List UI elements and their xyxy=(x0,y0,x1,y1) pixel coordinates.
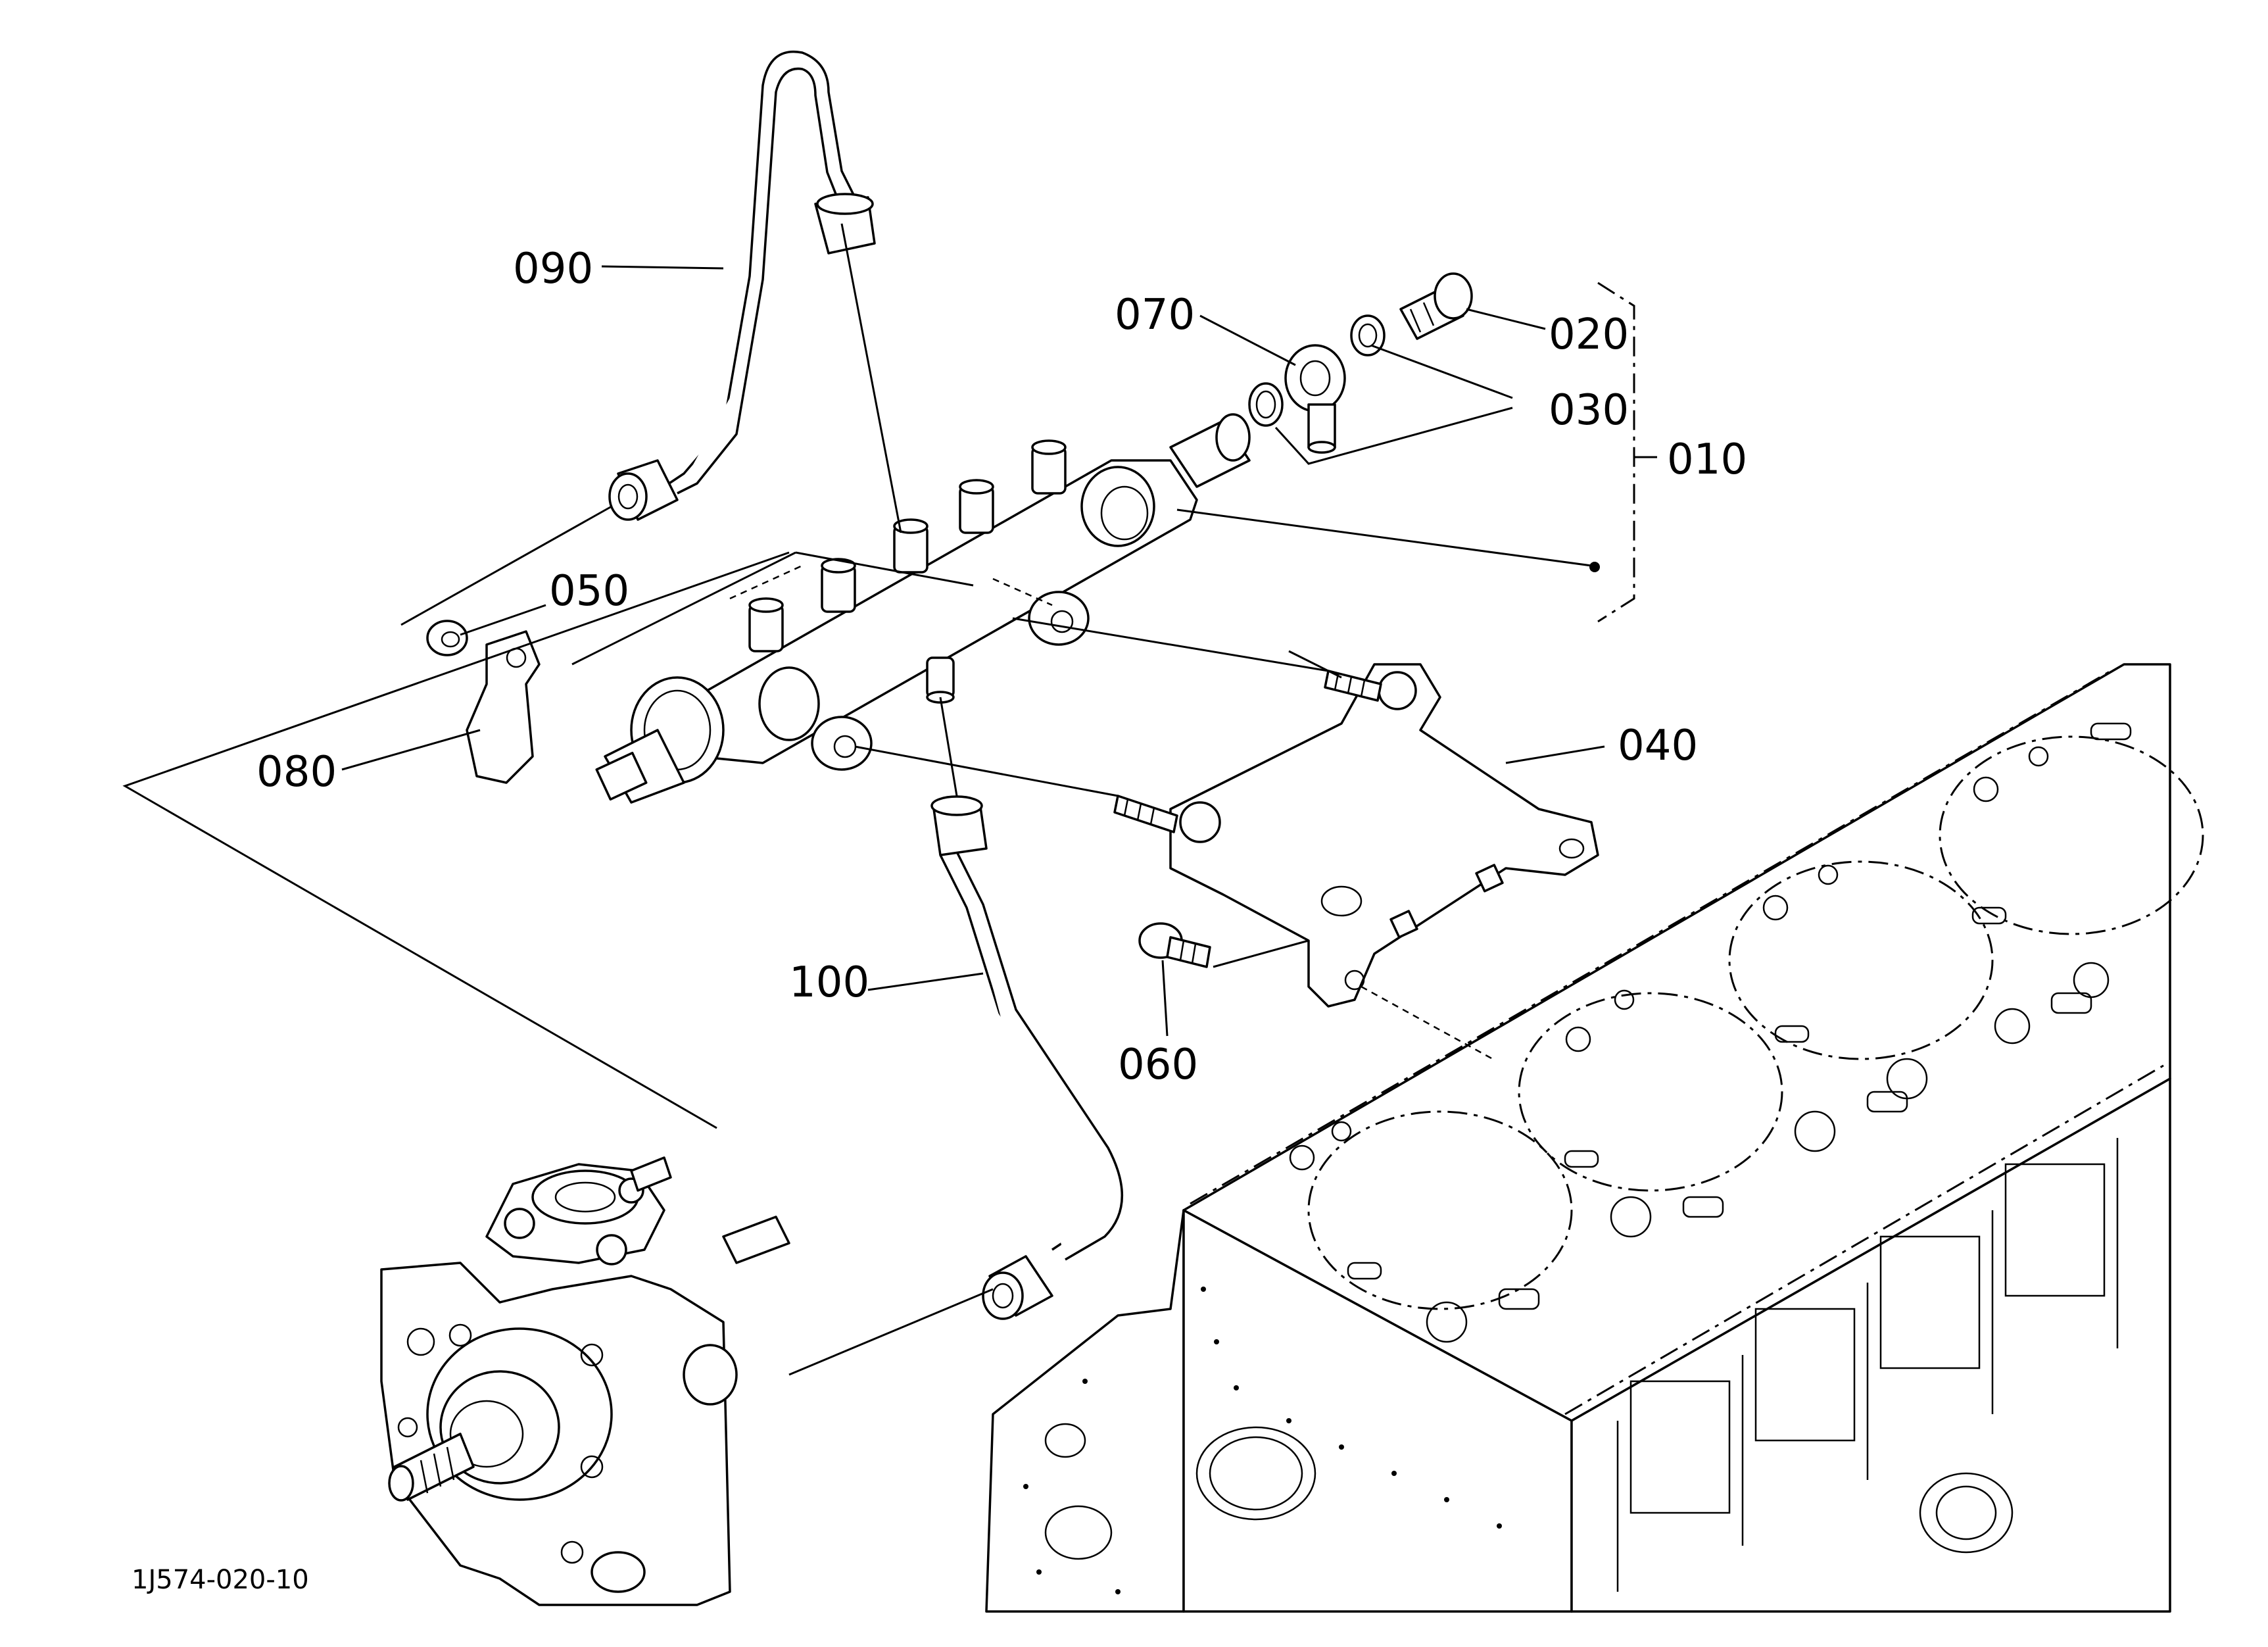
drawing-code: 1J574-020-10 xyxy=(132,1565,309,1595)
injection-pipe-090 xyxy=(608,50,876,521)
callout-050: 050 xyxy=(549,567,629,616)
callout-010: 010 xyxy=(1667,435,1747,484)
engine-block xyxy=(985,663,2204,1613)
callout-090: 090 xyxy=(513,245,593,293)
callout-030: 030 xyxy=(1549,386,1629,435)
callout-020: 020 xyxy=(1549,310,1629,359)
nut-and-clamp xyxy=(426,620,541,784)
callout-080: 080 xyxy=(256,748,337,797)
callouts: 090 070 020 030 010 050 080 040 100 060 … xyxy=(132,245,1747,1595)
rail-bracket xyxy=(1113,663,1599,1008)
callout-070: 070 xyxy=(1115,291,1195,339)
callout-040: 040 xyxy=(1618,722,1698,770)
common-rail xyxy=(595,413,1251,804)
flange-bolt xyxy=(1138,922,1211,968)
callout-060: 060 xyxy=(1118,1041,1198,1089)
injection-pipe-100 xyxy=(930,795,1124,1320)
return-fittings xyxy=(1248,272,1473,454)
callout-100: 100 xyxy=(789,958,869,1007)
injection-pump xyxy=(380,1156,790,1606)
leader-lines xyxy=(122,223,1657,1376)
